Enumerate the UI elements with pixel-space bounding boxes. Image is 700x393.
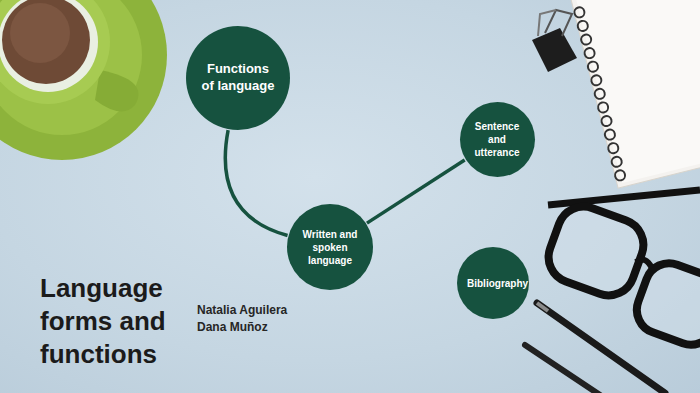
circle-text-wrap: Written and spoken language [299, 228, 361, 267]
circle-text-wrap: Sentence and utterance [470, 120, 524, 159]
tea-shine [10, 3, 70, 63]
circle-label: Sentence and utterance [470, 120, 524, 159]
pen-tip [537, 303, 548, 311]
notebook-spiral [573, 6, 626, 181]
tea [2, 0, 90, 84]
saucer [0, 0, 167, 160]
notebook [570, 0, 700, 188]
circle-text-wrap: Functions of language [201, 61, 276, 95]
slide-title: Language forms and functions [40, 272, 190, 371]
pencil [525, 345, 600, 393]
glasses [541, 190, 700, 352]
clip-wire [538, 10, 556, 36]
topic-circle: Written and spoken language [287, 204, 373, 290]
clip-wire [545, 10, 572, 36]
circle-label: Bibliography [467, 277, 519, 290]
notebook-top-page [575, 0, 700, 183]
cup [0, 0, 110, 104]
topic-circle: Bibliography [457, 247, 529, 319]
connector-line [367, 160, 465, 223]
pen [537, 303, 665, 393]
topic-circle: Functions of language [186, 26, 290, 130]
cup-handle [95, 70, 138, 111]
author-name: Natalia Aguilera [197, 303, 287, 317]
saucer-rim [0, 0, 142, 135]
author-name: Dana Muñoz [197, 320, 268, 334]
topic-circle: Sentence and utterance [460, 102, 535, 177]
cup-inner [0, 0, 98, 92]
connector-line [225, 130, 287, 235]
circle-label: Written and spoken language [299, 228, 361, 267]
circle-label: Functions of language [201, 61, 276, 95]
circle-text-wrap: Bibliography [467, 277, 519, 290]
